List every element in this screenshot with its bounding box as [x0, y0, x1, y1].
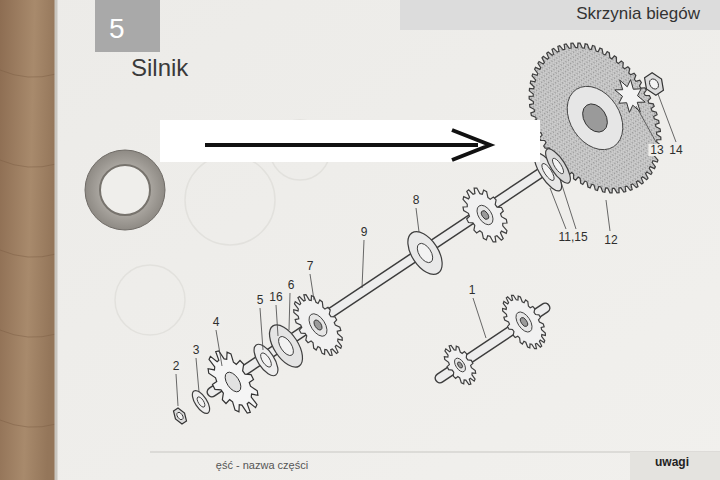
- washer: [189, 388, 213, 416]
- column-header: uwagi: [653, 456, 691, 468]
- wood-grain: [0, 250, 56, 257]
- leader-line: [310, 274, 314, 300]
- callout-number: 9: [359, 226, 370, 238]
- callout-number: 7: [305, 260, 316, 272]
- leader-line: [473, 298, 486, 338]
- callout-number: 1: [467, 284, 478, 296]
- callout-number: 3: [191, 344, 202, 356]
- section-title: Skrzynia biegów: [576, 5, 700, 24]
- tab-box: [95, 0, 160, 52]
- leader-line: [276, 305, 278, 336]
- counter-gear: [438, 340, 482, 390]
- leader-line: [550, 188, 566, 229]
- callout-number: 16: [267, 291, 284, 303]
- pointer-arrowhead: [452, 130, 490, 160]
- pointer-arrow: [205, 143, 478, 147]
- highlight-strip: [160, 120, 540, 162]
- wood-grain: [0, 330, 56, 337]
- leader-line: [260, 308, 263, 350]
- callout-number: 2: [171, 360, 182, 372]
- callout-number: 13: [648, 144, 665, 156]
- leader-line: [658, 94, 676, 142]
- leader-line: [636, 106, 656, 142]
- callout-number: 14: [667, 144, 684, 156]
- shaft-nut: [171, 407, 189, 426]
- leader-line: [606, 200, 610, 231]
- page-edge: [55, 0, 58, 480]
- washer-photo: [85, 150, 165, 230]
- splined-gear: [454, 180, 517, 250]
- show-through: [115, 265, 185, 335]
- leader-line: [289, 293, 290, 330]
- counter-gear: [494, 288, 554, 356]
- leader-line: [176, 374, 178, 406]
- washer-hole: [100, 165, 150, 215]
- leader-line: [561, 182, 576, 229]
- leader-line: [196, 358, 199, 392]
- wood-table: [0, 0, 56, 480]
- wood-grain: [0, 70, 56, 77]
- chapter-title: Silnik: [131, 55, 188, 81]
- show-through: [185, 155, 275, 245]
- leader-line: [216, 330, 222, 366]
- callout-number: 6: [286, 279, 297, 291]
- chapter-number: 5: [109, 14, 125, 45]
- spacer: [249, 340, 282, 379]
- column-header: ęść - nazwa części: [214, 460, 310, 471]
- wood-grain: [0, 160, 56, 167]
- shim-washer: [541, 145, 575, 186]
- callout-number: 11,15: [556, 231, 589, 243]
- callout-number: 8: [411, 194, 422, 206]
- section-band: Skrzynia biegów: [400, 0, 720, 30]
- driven-gear: [502, 18, 688, 217]
- hex-nut: [641, 70, 667, 97]
- chapter-tab: 5Silnik: [95, 0, 245, 90]
- wood-grain: [0, 420, 56, 427]
- leader-line: [362, 240, 364, 288]
- bearing: [401, 226, 449, 281]
- callout-number: 12: [602, 234, 619, 246]
- callout-number: 4: [211, 316, 222, 328]
- main-shaft: [212, 170, 545, 392]
- table-header-cell: [630, 452, 720, 480]
- leader-line: [416, 208, 419, 232]
- callout-number: 5: [255, 294, 266, 306]
